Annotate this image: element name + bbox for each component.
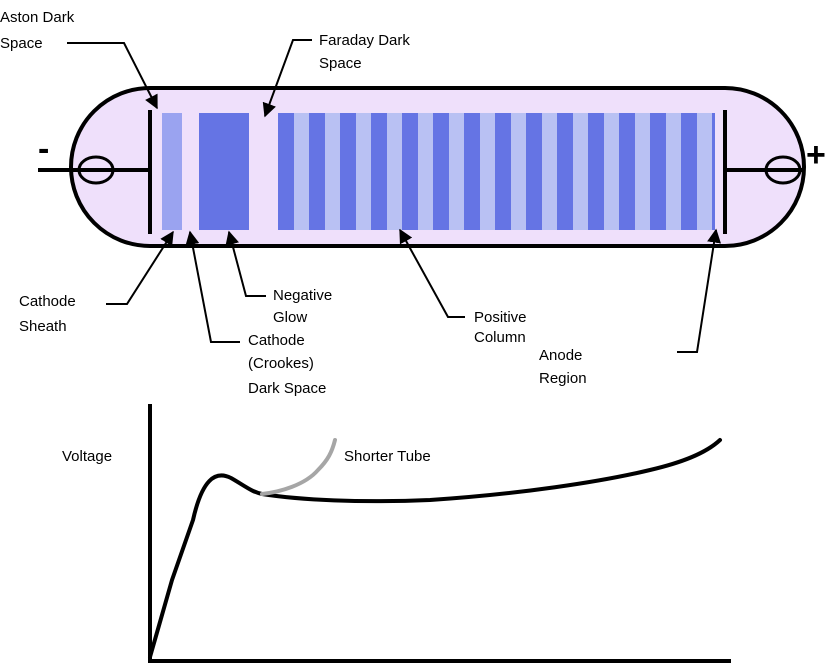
anode-seal [764, 155, 802, 185]
voltage-curve [148, 438, 722, 659]
aston-dark-space-label-line2: Space [0, 35, 43, 52]
column-striation-bright [619, 113, 635, 230]
column-striation-bright [712, 113, 715, 230]
column-striation-bright [309, 113, 325, 230]
column-striation-light [511, 113, 526, 230]
cathode-sheath-pointer [106, 230, 174, 305]
faraday-dark-space-pointer [262, 39, 312, 118]
negative-glow-pointer [225, 230, 266, 297]
column-striation-bright [495, 113, 511, 230]
column-striation-light [418, 113, 433, 230]
column-striation-light [449, 113, 464, 230]
crookes-dark-space-label-line1: Cathode [248, 332, 305, 349]
faraday-dark-space-label-line1: Faraday Dark [319, 32, 410, 49]
column-striation-light [294, 113, 309, 230]
faraday-dark-space-label-line2: Space [319, 55, 362, 72]
graph-y-axis-label: Voltage [62, 448, 112, 465]
cathode-seal [77, 155, 115, 185]
shorter-tube-curve [260, 438, 337, 496]
shorter-tube-label: Shorter Tube [344, 448, 431, 465]
anode-region-pointer [677, 228, 721, 353]
aston-dark-space-pointer [67, 42, 158, 110]
negative-glow-label-line1: Negative [273, 287, 332, 304]
column-striation-bright [340, 113, 356, 230]
anode-region-label-line1: Anode [539, 347, 582, 364]
cathode-sheath-label-line2: Sheath [19, 318, 67, 335]
positive-column-label-line2: Column [474, 329, 526, 346]
column-striation-bright [402, 113, 418, 230]
column-striation-bright [464, 113, 480, 230]
crookes-dark-space-label-line3: Dark Space [248, 380, 326, 397]
column-striation-light [697, 113, 712, 230]
cathode-sheath-band [162, 113, 182, 230]
column-striation-light [325, 113, 340, 230]
column-striation-bright [650, 113, 666, 230]
column-striation-bright [371, 113, 387, 230]
crookes-dark-space-label-line2: (Crookes) [248, 355, 314, 372]
column-striation-light [666, 113, 681, 230]
positive-column-pointer [399, 228, 465, 318]
column-striation-light [604, 113, 619, 230]
cathode-sign: - [38, 130, 49, 168]
column-striation-bright [681, 113, 697, 230]
aston-dark-space-label-line1: Aston Dark [0, 9, 75, 26]
negative-glow-label-line2: Glow [273, 309, 307, 326]
column-striation-bright [278, 113, 294, 230]
anode-region-label-line2: Region [539, 370, 587, 387]
anode-sign: + [806, 136, 826, 174]
column-striation-light [635, 113, 650, 230]
column-striation-light [542, 113, 557, 230]
positive-column-label-line1: Positive [474, 309, 527, 326]
positive-column-bands [278, 113, 715, 230]
negative-glow-band [199, 113, 249, 230]
column-striation-light [387, 113, 402, 230]
column-striation-light [480, 113, 495, 230]
column-striation-bright [433, 113, 449, 230]
column-striation-bright [588, 113, 604, 230]
column-striation-light [573, 113, 588, 230]
column-striation-bright [526, 113, 542, 230]
column-striation-bright [557, 113, 573, 230]
crookes-dark-space-pointer [185, 230, 240, 343]
cathode-sheath-label-line1: Cathode [19, 293, 76, 310]
column-striation-light [356, 113, 371, 230]
